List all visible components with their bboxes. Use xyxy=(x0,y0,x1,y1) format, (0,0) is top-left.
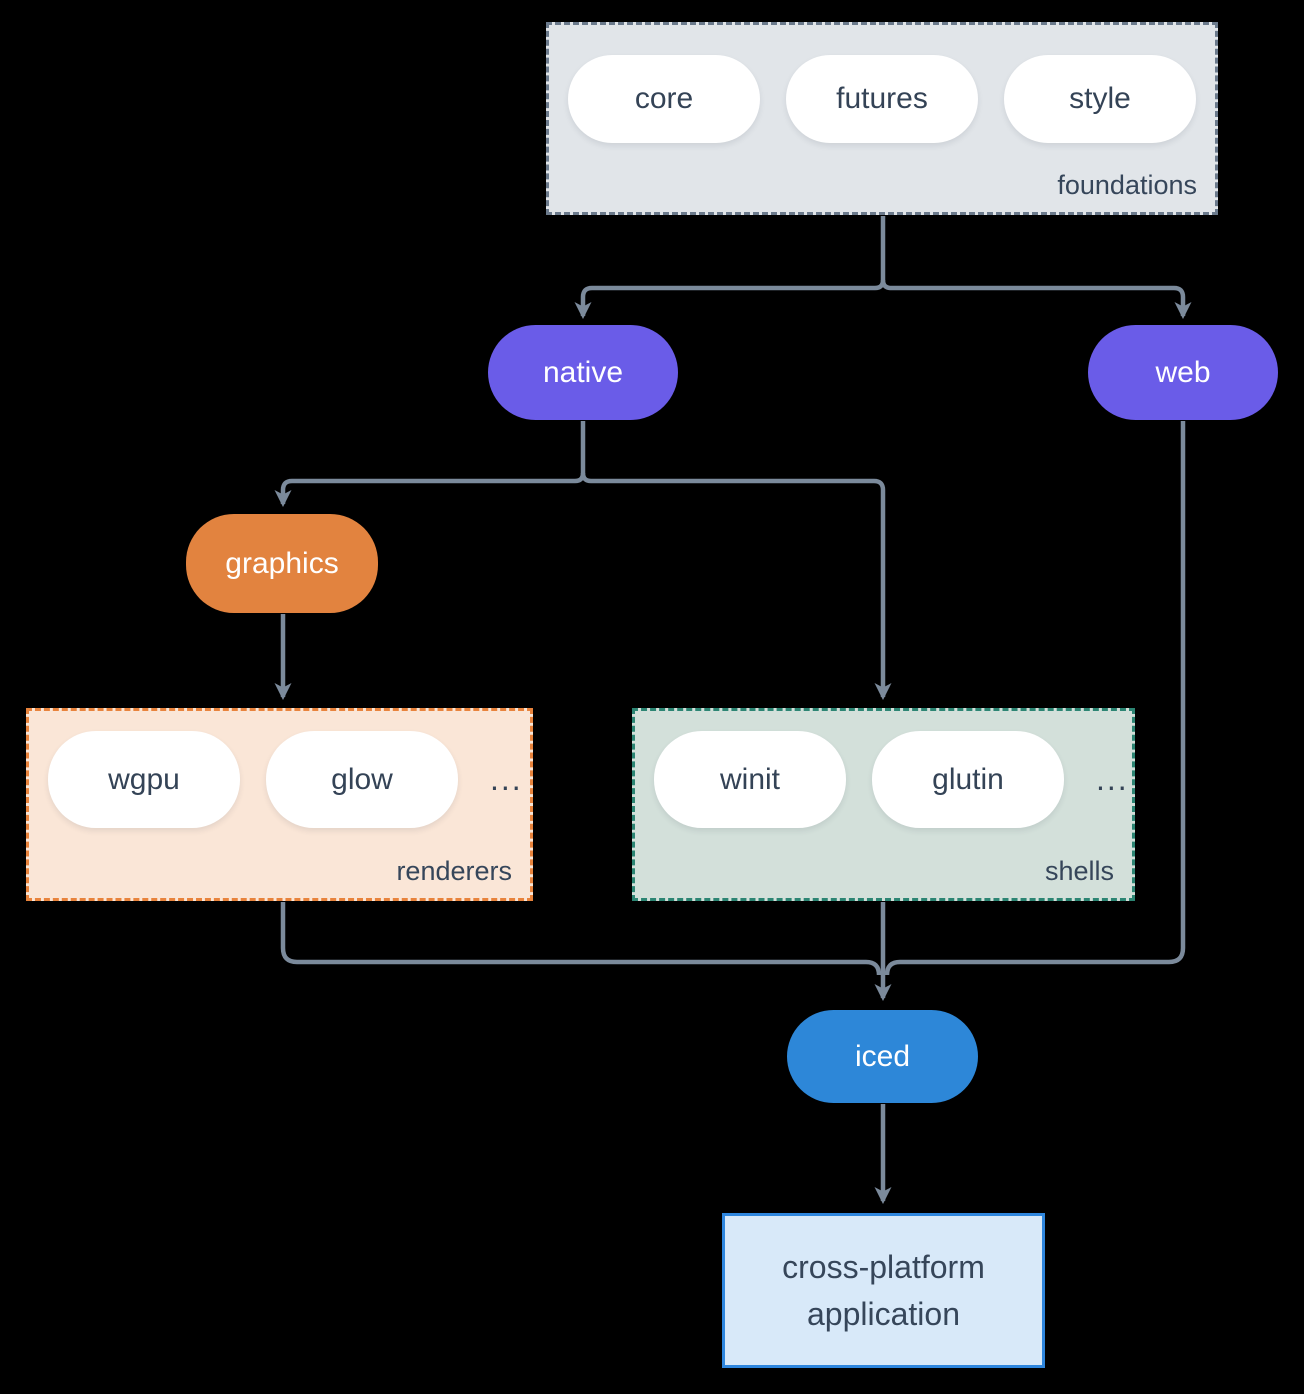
shells-pill-row: winit glutin ... xyxy=(635,711,1132,828)
node-glutin: glutin xyxy=(872,731,1064,828)
foundations-pill-row: core futures style xyxy=(549,25,1215,143)
node-native: native xyxy=(488,325,678,420)
group-shells: winit glutin ... shells xyxy=(632,708,1135,901)
node-glow: glow xyxy=(266,731,458,828)
node-iced: iced xyxy=(787,1010,978,1103)
edge-renderers-to-merge xyxy=(280,902,882,976)
edge-native-to-graphics xyxy=(274,472,586,508)
foundations-label: foundations xyxy=(1057,170,1197,200)
node-futures: futures xyxy=(786,55,978,143)
node-web: web xyxy=(1088,325,1278,420)
node-cross-platform-application: cross-platform application xyxy=(722,1213,1045,1368)
renderers-ellipsis: ... xyxy=(490,761,523,797)
node-wgpu: wgpu xyxy=(48,731,240,828)
node-graphics: graphics xyxy=(186,514,378,613)
edge-foundations-to-web xyxy=(880,279,1192,320)
renderers-pill-row: wgpu glow ... xyxy=(29,711,530,828)
node-core: core xyxy=(568,55,760,143)
node-winit: winit xyxy=(654,731,846,828)
edge-foundations-to-native xyxy=(574,279,886,320)
edge-web-to-merge xyxy=(884,421,1186,976)
renderers-label: renderers xyxy=(396,856,512,886)
shells-ellipsis: ... xyxy=(1096,761,1129,797)
node-style: style xyxy=(1004,55,1196,143)
shells-label: shells xyxy=(1044,856,1114,886)
group-foundations: core futures style foundations xyxy=(546,22,1218,215)
edge-native-to-shells xyxy=(580,472,892,701)
group-renderers: wgpu glow ... renderers xyxy=(26,708,533,901)
